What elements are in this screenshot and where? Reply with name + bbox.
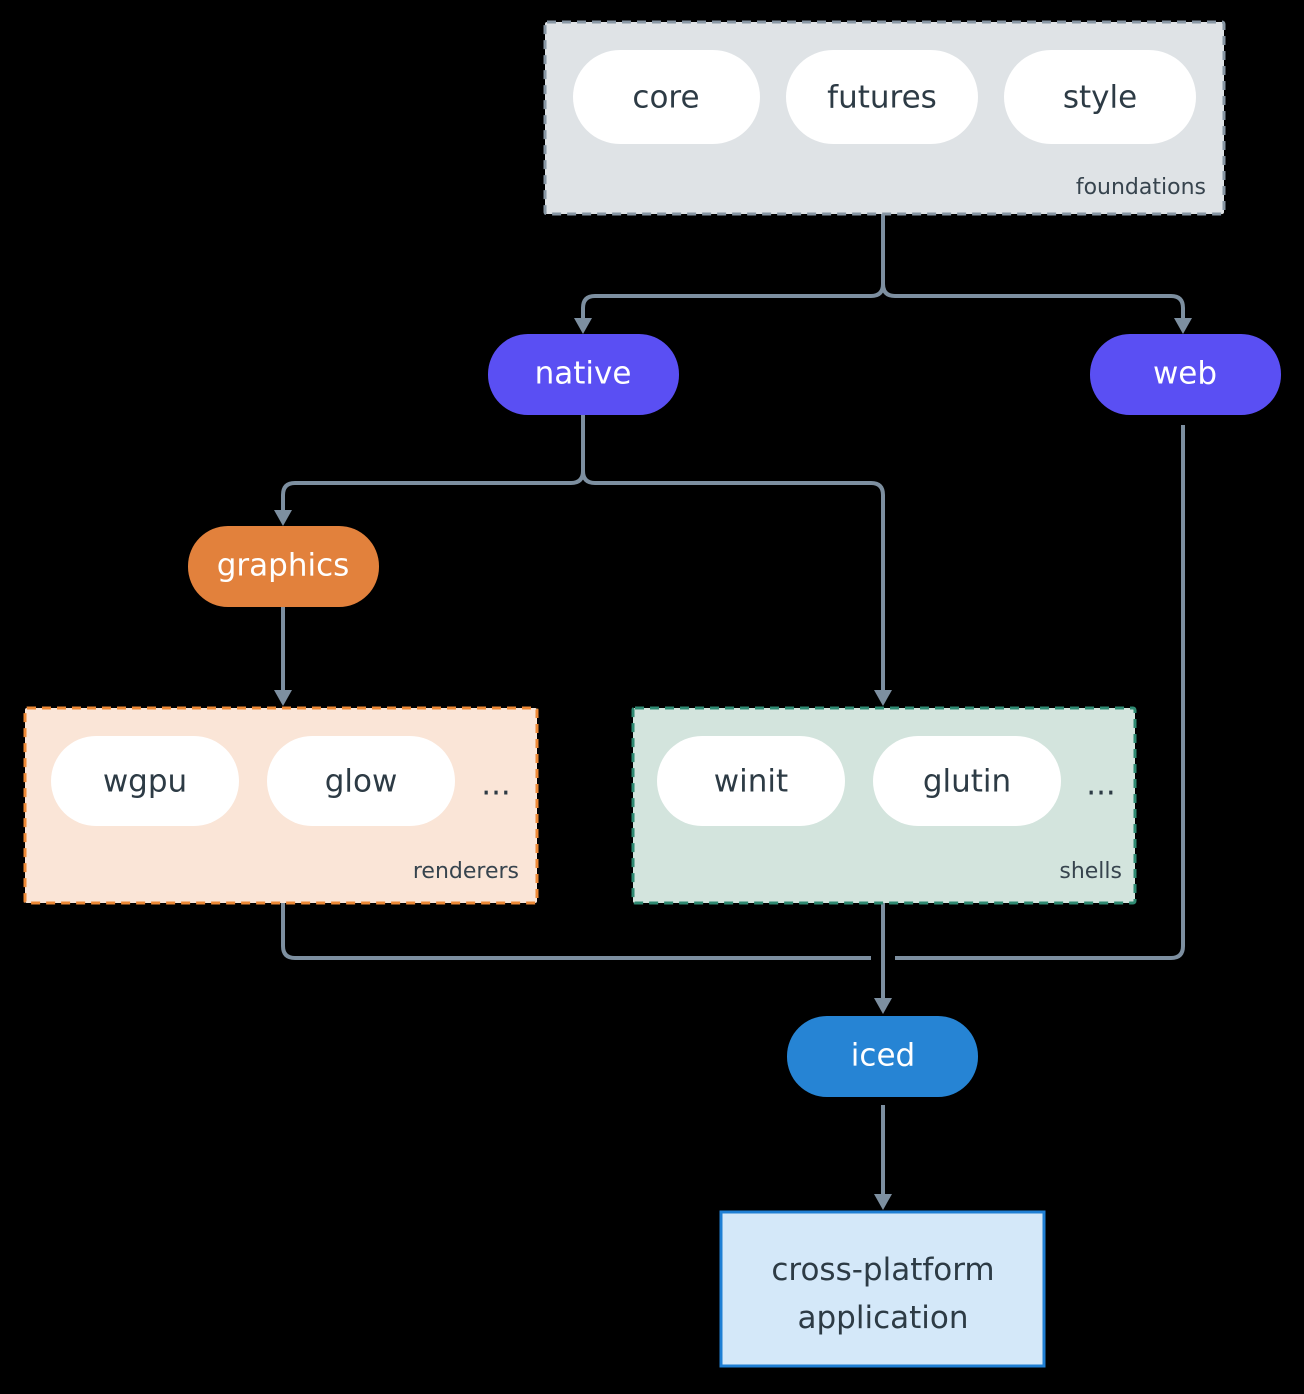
- node-futures-label: futures: [827, 80, 937, 116]
- arrowhead-graphics: [274, 510, 292, 526]
- node-application-shape[interactable]: [719, 1210, 1046, 1368]
- node-futures-shape[interactable]: [786, 50, 978, 144]
- node-glow-label: glow: [325, 764, 398, 800]
- group-shells: winit glutin ... shells: [631, 706, 1137, 905]
- edge-native-to-shells: [581, 470, 885, 694]
- node-wgpu-label: wgpu: [103, 764, 187, 800]
- node-iced-label: iced: [851, 1038, 915, 1074]
- renderers-ellipsis: ...: [481, 767, 511, 803]
- node-core-shape[interactable]: [573, 50, 760, 144]
- node-native[interactable]: native: [488, 334, 679, 415]
- edge-native-to-graphics: [281, 415, 585, 514]
- node-graphics-label: graphics: [217, 548, 350, 584]
- edge-renderers-to-iced: [281, 903, 871, 960]
- edge-layer: [274, 214, 1192, 1210]
- arrowhead-native: [574, 318, 592, 334]
- node-core-label: core: [632, 80, 699, 116]
- node-winit-label: winit: [714, 764, 788, 800]
- node-web[interactable]: web: [1090, 334, 1281, 415]
- shells-ellipsis: ...: [1086, 767, 1116, 803]
- node-iced[interactable]: iced: [787, 1016, 978, 1097]
- edge-web-to-iced: [895, 425, 1185, 960]
- node-web-shape[interactable]: [1090, 334, 1281, 415]
- node-application-label-line1: cross-platform: [771, 1252, 994, 1288]
- edge-foundations-to-native-web: [581, 214, 885, 322]
- node-native-label: native: [535, 356, 632, 392]
- group-foundations: core futures style foundations: [543, 20, 1226, 216]
- renderers-group-caption: renderers: [413, 859, 519, 884]
- node-web-label: web: [1153, 356, 1217, 392]
- node-glutin-label: glutin: [923, 764, 1011, 800]
- node-style-label: style: [1063, 80, 1137, 116]
- node-wgpu-shape[interactable]: [51, 736, 239, 826]
- foundations-group-caption: foundations: [1076, 175, 1206, 200]
- arrowhead-web: [1174, 318, 1192, 334]
- group-renderers: wgpu glow ... renderers: [23, 706, 539, 905]
- node-iced-shape[interactable]: [787, 1016, 978, 1097]
- arrowhead-shells: [874, 690, 892, 706]
- edge-foundations-to-web: [881, 283, 1185, 322]
- arrowhead-iced: [874, 998, 892, 1014]
- node-glutin-shape[interactable]: [873, 736, 1061, 826]
- node-style-shape[interactable]: [1004, 50, 1196, 144]
- node-graphics-shape[interactable]: [188, 526, 379, 607]
- arrowhead-renderers: [274, 690, 292, 706]
- node-native-shape[interactable]: [488, 334, 679, 415]
- node-winit-shape[interactable]: [657, 736, 845, 826]
- node-application[interactable]: cross-platform application: [719, 1210, 1046, 1368]
- node-glow-shape[interactable]: [267, 736, 455, 826]
- node-graphics[interactable]: graphics: [188, 526, 379, 607]
- arrowhead-application: [874, 1194, 892, 1210]
- node-application-label-line2: application: [798, 1300, 969, 1336]
- shells-group-caption: shells: [1059, 859, 1122, 884]
